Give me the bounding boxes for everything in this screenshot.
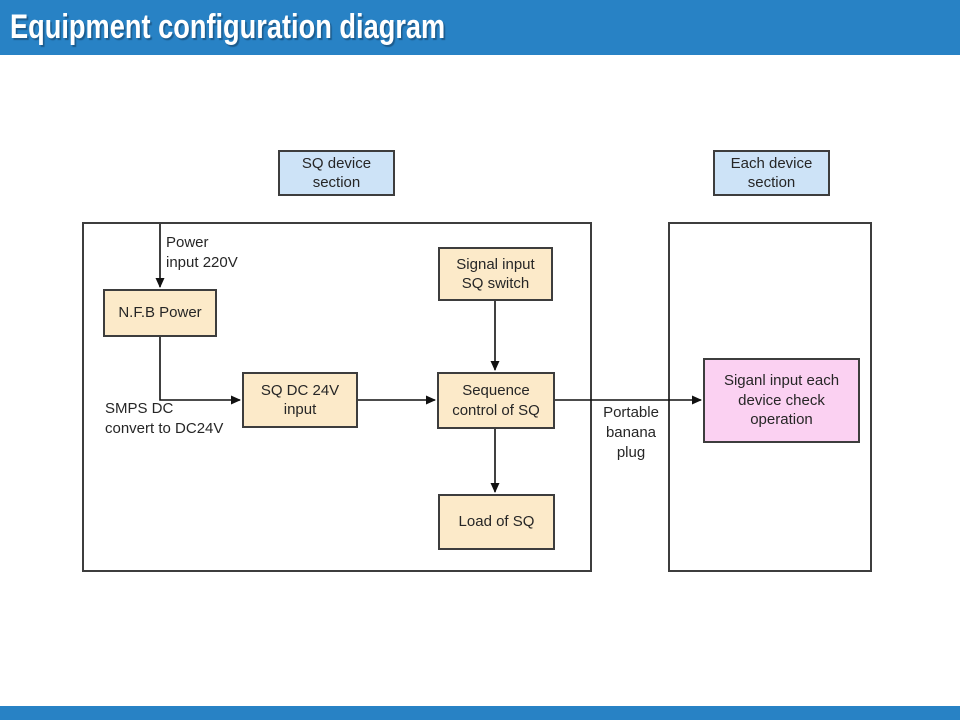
node-signal-input-sq-switch: Signal input SQ switch	[438, 247, 553, 301]
bottom-accent-bar	[0, 706, 960, 720]
section-label-sq-device: SQ device section	[278, 150, 395, 196]
label-portable-banana-plug: Portable banana plug	[603, 404, 659, 461]
page-title: Equipment configuration diagram	[10, 8, 446, 46]
node-sequence-control-of-sq: Sequence control of SQ	[437, 372, 555, 429]
node-sq-dc-24v-input: SQ DC 24V input	[242, 372, 358, 428]
label-smps-dc-convert: SMPS DC convert to DC24V	[105, 400, 224, 437]
node-signal-input-each-device-check: Siganl input each device check operation	[703, 358, 860, 443]
section-label-each-device: Each device section	[713, 150, 830, 196]
label-power-input-220v: Power input 220V	[166, 234, 238, 271]
title-bar: Equipment configuration diagram	[0, 0, 960, 55]
node-load-of-sq: Load of SQ	[438, 494, 555, 550]
node-nfb-power: N.F.B Power	[103, 289, 217, 337]
